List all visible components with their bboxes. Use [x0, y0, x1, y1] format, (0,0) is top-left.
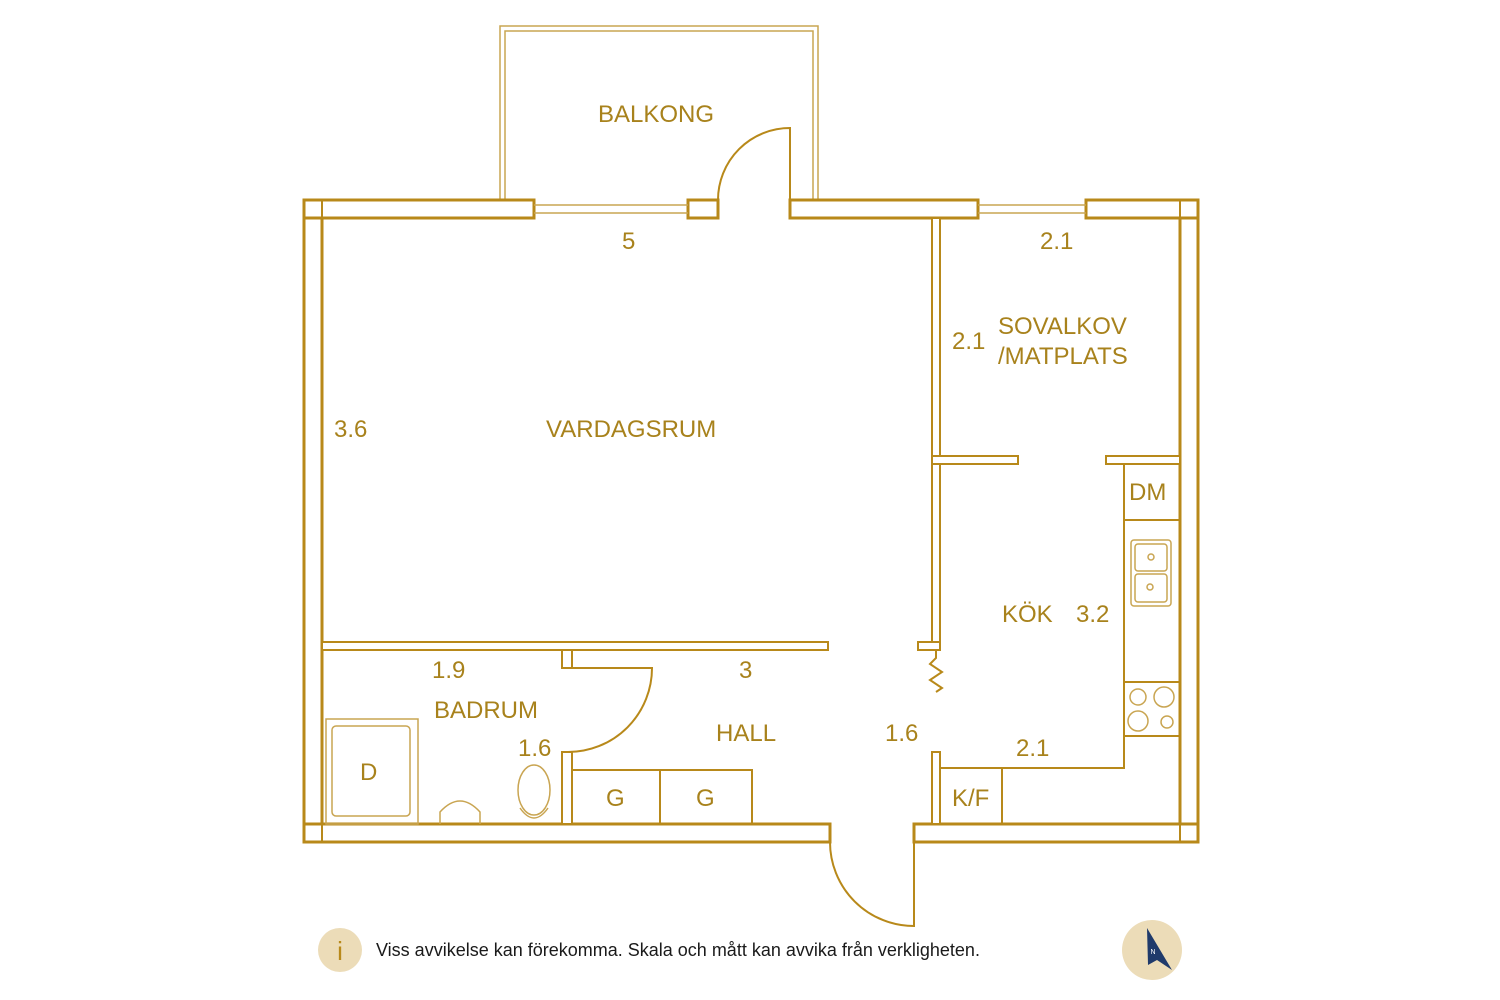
room-label-hall: HALL: [716, 720, 776, 747]
disclaimer-text: Viss avvikelse kan förekomma. Skala och …: [376, 940, 980, 960]
dim-kok-width: 2.1: [1016, 735, 1049, 762]
room-label-vardagsrum: VARDAGSRUM: [546, 416, 716, 443]
room-label-balkong: BALKONG: [598, 101, 714, 128]
svg-text:N: N: [1150, 949, 1155, 956]
bathroom-door: [567, 667, 654, 753]
dim-hall-width: 3: [739, 657, 752, 684]
balcony: [499, 25, 819, 200]
room-label-matplats: /MATPLATS: [998, 343, 1128, 370]
fixture-shower: D: [360, 759, 377, 786]
room-label-kok: KÖK: [1002, 601, 1053, 628]
dim-vardagsrum-depth: 3.6: [334, 416, 367, 443]
dim-vardagsrum-width: 5: [622, 228, 635, 255]
dim-badrum-width: 1.9: [432, 657, 465, 684]
windows: [534, 204, 1086, 214]
dim-kok-depth: 3.2: [1076, 601, 1109, 628]
outer-walls: [302, 198, 1200, 844]
closets: [571, 769, 753, 825]
entrance-door: [829, 841, 915, 928]
fixture-closet-1: G: [606, 785, 625, 812]
room-label-badrum: BADRUM: [434, 697, 538, 724]
dim-sovalkov-depth: 2.1: [952, 328, 985, 355]
shower: [325, 718, 419, 825]
svg-text:i: i: [337, 936, 343, 966]
fixture-dm: DM: [1129, 479, 1166, 506]
balcony-door: [717, 126, 791, 201]
fixture-closet-2: G: [696, 785, 715, 812]
sink: [439, 800, 481, 824]
room-label-sovalkov: SOVALKOV: [998, 313, 1127, 340]
fixture-fridge-freezer: K/F: [952, 785, 989, 812]
dim-hall-depth: 1.6: [885, 720, 918, 747]
dim-sovalkov-width: 2.1: [1040, 228, 1073, 255]
compass-north-icon: N: [1122, 920, 1182, 980]
fridge-freezer: [939, 767, 1003, 825]
kitchen-counter: [940, 464, 1180, 769]
info-icon: i: [318, 928, 362, 972]
toilet: [517, 764, 551, 819]
dim-badrum-depth: 1.6: [518, 735, 551, 762]
